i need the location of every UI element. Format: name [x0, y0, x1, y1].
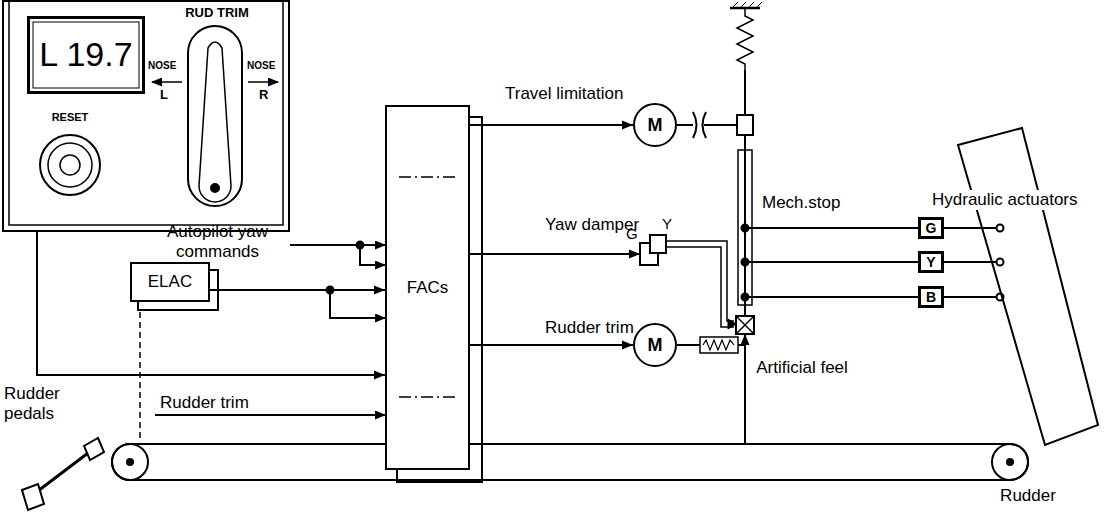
signal-name: Rudder trim [160, 393, 249, 413]
connector-line [470, 344, 633, 346]
control-panel: RUD TRIM L 19.7 [2, 0, 290, 232]
button-label: RESET [45, 111, 95, 124]
edge-label: Yaw damper [545, 215, 639, 235]
display-readout: L 19.7 [39, 35, 132, 74]
computer-box: ELAC [130, 262, 210, 302]
connector [944, 262, 955, 263]
trim-display: L 19.7 [27, 16, 145, 94]
edge-label: Rudder trim [545, 318, 634, 338]
connector [470, 341, 633, 350]
connector [944, 297, 955, 298]
arrowhead [374, 286, 385, 295]
hydraulic-system-letter: Y [926, 254, 935, 270]
connector [470, 121, 633, 130]
rudder: Rudder [955, 125, 1101, 510]
hydraulic-system-letter: G [926, 220, 937, 236]
motor-symbol: M [648, 115, 663, 136]
connector-line [470, 253, 640, 255]
motor-symbol: M [648, 335, 663, 356]
hydraulic-actuator: Y [918, 251, 944, 273]
motor: M [633, 103, 677, 147]
hydraulic-system-letter: Y [662, 215, 672, 232]
connector-line [944, 261, 955, 263]
part-name: Mech.stop [762, 193, 840, 213]
part-name: Rudder pedals [4, 384, 74, 423]
panel-title: RUD TRIM [177, 6, 257, 21]
motor: M [633, 323, 677, 367]
arrowhead [374, 371, 385, 380]
part-name: Artificial feel [752, 358, 852, 378]
computer-name: ELAC [148, 272, 192, 292]
direction-letter: R [259, 88, 268, 103]
computer-box: FACs [385, 105, 470, 470]
rudder-label: Rudder [955, 486, 1101, 506]
computer-name: FACs [407, 278, 449, 298]
hydraulic-actuator: G [918, 217, 944, 239]
arrowhead [622, 341, 633, 350]
connector-line [470, 124, 633, 126]
part-name: Hydraulic actuators [930, 190, 1080, 210]
connector [944, 228, 955, 229]
connector-line [944, 227, 955, 229]
signal-name: Autopilot yaw commands [150, 222, 285, 261]
hydraulic-actuator: B [918, 286, 944, 308]
arrowhead [622, 121, 633, 130]
direction-letter: L [160, 88, 168, 103]
connector [470, 250, 640, 259]
hydraulic-system-letter: B [926, 289, 936, 305]
shape-outline [955, 125, 1101, 510]
yaw-damper-actuator: GY [640, 225, 670, 270]
edge-label: Travel limitation [505, 84, 623, 104]
connector [210, 286, 385, 295]
direction-label: NOSE [148, 60, 176, 72]
connector-line [944, 296, 955, 298]
arrowhead [629, 250, 640, 259]
direction-label: NOSE [247, 60, 275, 72]
connector-line [210, 289, 385, 291]
